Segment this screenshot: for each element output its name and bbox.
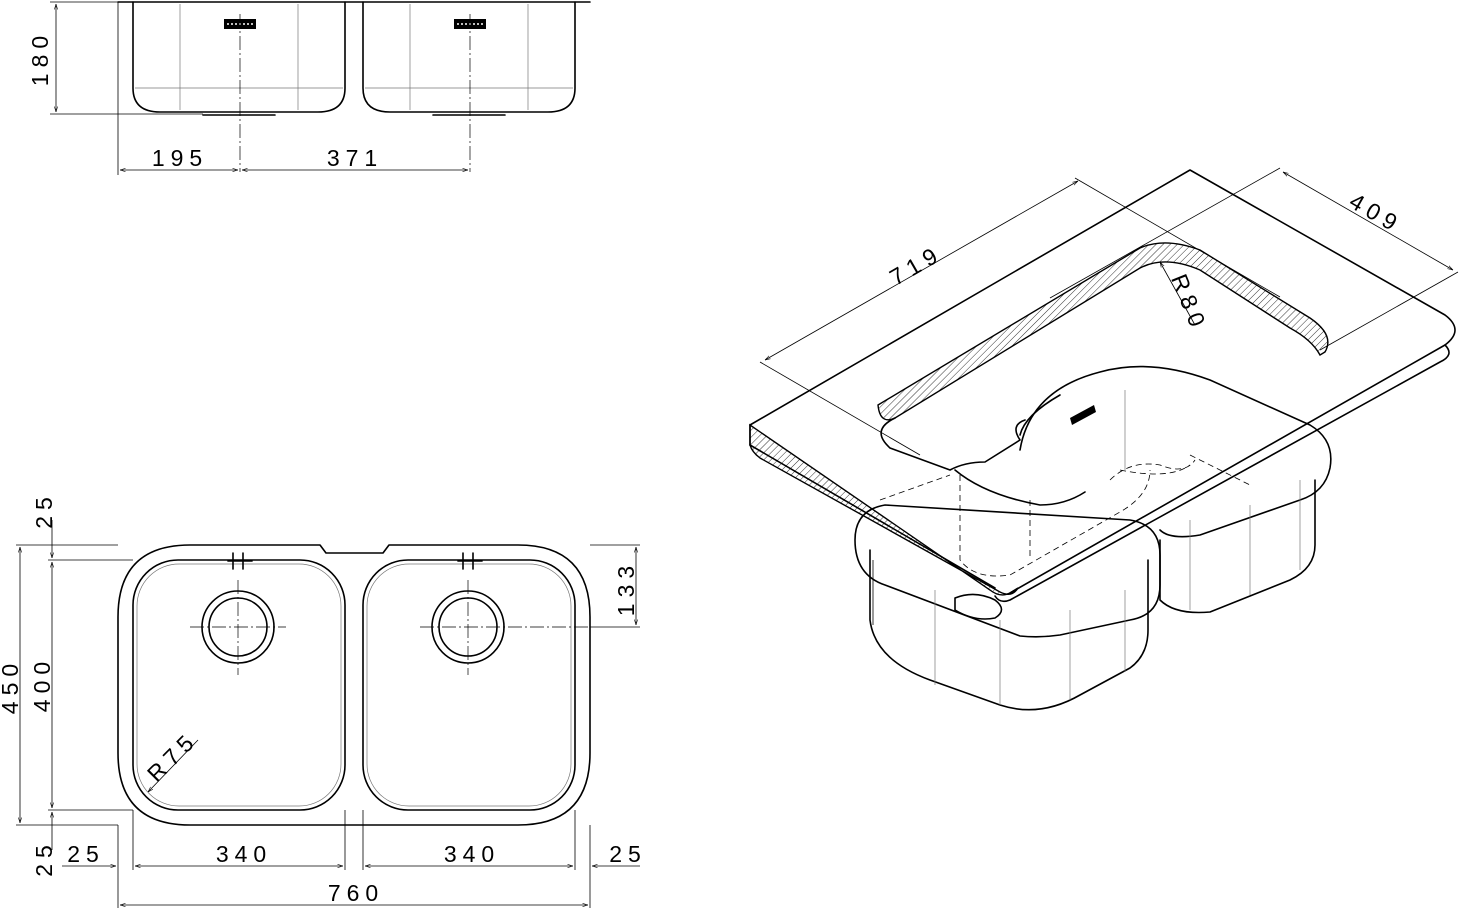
- iso-drain-icon: [1070, 405, 1096, 425]
- side-left-bowl: [132, 1, 346, 113]
- iso-width-label: 409: [1345, 188, 1407, 239]
- plan-left-margin-label: 25: [67, 841, 105, 867]
- plan-view: 25 450 400 25 133 R75 25 340 340 25 760: [0, 491, 647, 908]
- iso-cutout: [877, 242, 1329, 577]
- iso-back-bowl: [1019, 365, 1332, 614]
- side-view: 180 195 371: [27, 1, 591, 175]
- plan-bowl-width-left-label: 340: [216, 841, 272, 867]
- iso-length-label: 719: [885, 240, 947, 291]
- plan-top-margin-label: 25: [31, 491, 57, 529]
- plan-right-overflow-icon: [457, 552, 483, 570]
- plan-right-margin-label: 25: [609, 841, 647, 867]
- isometric-view: 719 409 R80: [749, 167, 1459, 711]
- side-offset-label: 195: [152, 145, 208, 171]
- side-right-bowl: [362, 1, 576, 113]
- plan-right-bowl: [362, 559, 576, 811]
- plan-total-width-label: 760: [328, 880, 384, 906]
- side-drain-spacing-label: 371: [327, 145, 383, 171]
- plan-left-drain: [190, 580, 286, 675]
- plan-corner-radius-label: R75: [142, 726, 203, 787]
- plan-bowl-depth-label: 400: [29, 656, 55, 712]
- iso-front-bowl: [854, 504, 1161, 711]
- plan-left-bowl: [132, 559, 346, 811]
- plan-total-depth-label: 450: [0, 658, 23, 714]
- plan-outer-rim: [117, 544, 591, 826]
- plan-bottom-margin-label: 25: [31, 839, 57, 877]
- plan-right-drain: [420, 580, 590, 675]
- iso-cutout-radius-label: R80: [1166, 270, 1213, 336]
- plan-bowl-width-right-label: 340: [444, 841, 500, 867]
- side-height-label: 180: [27, 30, 53, 86]
- iso-worktop: [749, 169, 1456, 603]
- plan-drain-offset-label: 133: [613, 560, 639, 616]
- plan-left-overflow-icon: [227, 552, 253, 570]
